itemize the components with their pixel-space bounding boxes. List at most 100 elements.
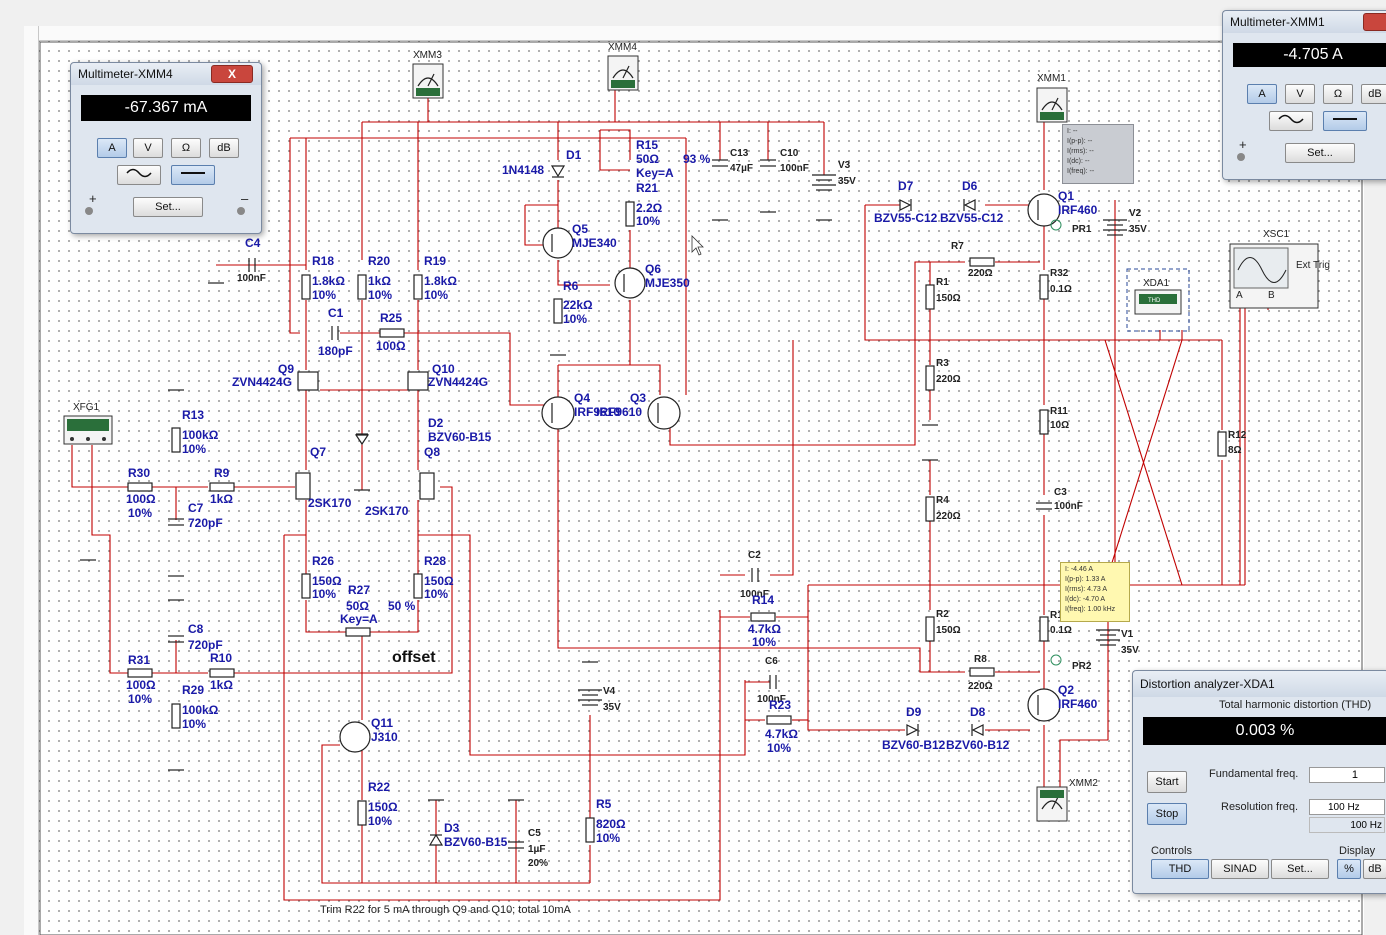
r23-label: R23 xyxy=(769,698,791,712)
ohmmeter-mode-button[interactable]: Ω xyxy=(171,138,201,158)
d6-value: BZV55-C12 xyxy=(940,211,1004,225)
window-title: Distortion analyzer-XDA1 xyxy=(1140,677,1275,691)
db-display-button[interactable]: dB xyxy=(1363,859,1386,879)
dc-line-icon xyxy=(181,172,205,174)
r27-value: 50Ω xyxy=(346,599,369,613)
resistors[interactable] xyxy=(127,201,1227,843)
sinad-button[interactable]: SINAD xyxy=(1211,859,1269,879)
r5-label: R5 xyxy=(596,797,612,811)
set-button[interactable]: Set... xyxy=(133,197,203,217)
minus-terminal-label: – xyxy=(241,191,249,206)
q7-label: Q7 xyxy=(310,445,326,459)
fundamental-freq-input[interactable]: 1 xyxy=(1309,767,1385,783)
batteries[interactable] xyxy=(578,174,1127,706)
set-button[interactable]: Set... xyxy=(1285,143,1355,163)
ac-mode-button[interactable] xyxy=(1269,111,1313,131)
c5-value: 1µF xyxy=(528,844,545,855)
percent-display-button[interactable]: % xyxy=(1337,859,1361,879)
start-button[interactable]: Start xyxy=(1147,771,1187,793)
c8-value: 720pF xyxy=(188,638,223,652)
r4-label: R4 xyxy=(936,495,949,506)
xda-face: THD xyxy=(1148,298,1161,304)
probe-pr2-tooltip: I: -4.46 A I(p-p): 1.33 A I(rms): 4.73 A… xyxy=(1060,562,1130,622)
q6-value: MJE350 xyxy=(645,276,690,290)
transistors[interactable] xyxy=(295,193,1062,753)
wires[interactable] xyxy=(71,90,1269,901)
r6-label: R6 xyxy=(563,279,579,293)
decibel-mode-button[interactable]: dB xyxy=(209,138,239,158)
r15-key: Key=A xyxy=(636,166,674,180)
thd-button[interactable]: THD xyxy=(1151,859,1209,879)
r15-value: 50Ω xyxy=(636,152,659,166)
ohmmeter-mode-button[interactable]: Ω xyxy=(1323,84,1353,104)
d6-label: D6 xyxy=(962,179,978,193)
xmm1-label: XMM1 xyxy=(1037,73,1066,84)
r11-value: 10Ω xyxy=(1050,420,1069,431)
close-button[interactable]: X xyxy=(211,65,253,83)
r29-value: 100kΩ xyxy=(182,703,219,717)
c6-value: 100nF xyxy=(757,694,786,705)
component-labels[interactable]: XMM3 XMM4 XMM1 XMM2 XFG1 XSC1 XDA1 D1 1N… xyxy=(73,42,1290,916)
xmm3-icon[interactable] xyxy=(412,63,444,99)
close-button[interactable] xyxy=(1363,13,1386,31)
c8-label: C8 xyxy=(188,622,204,636)
minus-terminal-icon[interactable] xyxy=(237,207,245,215)
r23-tol: 10% xyxy=(767,741,791,755)
r10-value: 1kΩ xyxy=(210,678,233,692)
xmm1-icon[interactable] xyxy=(1036,87,1068,123)
r31-label: R31 xyxy=(128,653,150,667)
diodes[interactable] xyxy=(354,165,984,846)
voltmeter-mode-button[interactable]: V xyxy=(133,138,163,158)
xda1-icon[interactable]: THD xyxy=(1126,268,1190,332)
r18-value: 1.8kΩ xyxy=(312,274,345,288)
q2-label: Q2 xyxy=(1058,683,1074,697)
xmm2-icon[interactable] xyxy=(1036,786,1068,822)
plus-terminal-icon[interactable] xyxy=(1237,153,1245,161)
stop-button[interactable]: Stop xyxy=(1147,803,1187,825)
r6-value: 22kΩ xyxy=(563,298,593,312)
resolution-freq-label: Resolution freq. xyxy=(1221,801,1299,813)
q5-value: MJE340 xyxy=(572,236,617,250)
xmm3-label: XMM3 xyxy=(413,50,442,61)
window-title-bar[interactable]: Multimeter-XMM1 xyxy=(1223,11,1386,33)
voltmeter-mode-button[interactable]: V xyxy=(1285,84,1315,104)
ac-mode-button[interactable] xyxy=(117,165,161,185)
dc-mode-button[interactable] xyxy=(171,165,215,185)
r9-value: 1kΩ xyxy=(210,492,233,506)
r31-value: 100Ω xyxy=(126,678,156,692)
q1-value: IRF460 xyxy=(1058,203,1098,217)
multimeter-xmm4-window[interactable]: Multimeter-XMM4 X -67.367 mA A V Ω dB + … xyxy=(70,62,262,234)
c5-label: C5 xyxy=(528,828,541,839)
r21-value: 2.2Ω xyxy=(636,201,663,215)
settings-button[interactable]: Set... xyxy=(1271,859,1329,879)
q11-label: Q11 xyxy=(371,716,393,730)
xmm4-icon[interactable] xyxy=(607,55,639,91)
q1-label: Q1 xyxy=(1058,189,1074,203)
ammeter-mode-button[interactable]: A xyxy=(1247,84,1277,104)
grounds[interactable] xyxy=(80,211,938,801)
r14-label: R14 xyxy=(752,593,774,607)
q8-value: 2SK170 xyxy=(365,504,409,518)
ammeter-mode-button[interactable]: A xyxy=(97,138,127,158)
d7-value: BZV55-C12 xyxy=(874,211,938,225)
left-ruler xyxy=(24,26,39,935)
probe1-line: I: -- xyxy=(1067,128,1078,135)
capacitors[interactable] xyxy=(168,159,1052,849)
window-title-bar[interactable]: Distortion analyzer-XDA1 xyxy=(1133,671,1386,697)
r1-value: 150Ω xyxy=(936,293,961,304)
d3-value: BZV60-B15 xyxy=(444,835,508,849)
dc-mode-button[interactable] xyxy=(1323,111,1367,131)
ext-trig-label: Ext Trig xyxy=(1296,260,1330,271)
plus-terminal-icon[interactable] xyxy=(85,207,93,215)
resolution-freq-select[interactable]: 100 Hz xyxy=(1309,799,1385,815)
v1-value: 35V xyxy=(1121,645,1139,656)
multimeter-xmm1-window[interactable]: Multimeter-XMM1 -4.705 A A V Ω dB + Set.… xyxy=(1222,10,1386,180)
decibel-mode-button[interactable]: dB xyxy=(1361,84,1386,104)
probe1-line: I(dc): -- xyxy=(1067,158,1090,165)
r32-label: R32 xyxy=(1050,268,1069,279)
distortion-analyzer-window[interactable]: Distortion analyzer-XDA1 Total harmonic … xyxy=(1132,670,1386,894)
c7-label: C7 xyxy=(188,501,204,515)
xfg1-icon[interactable] xyxy=(63,415,113,445)
